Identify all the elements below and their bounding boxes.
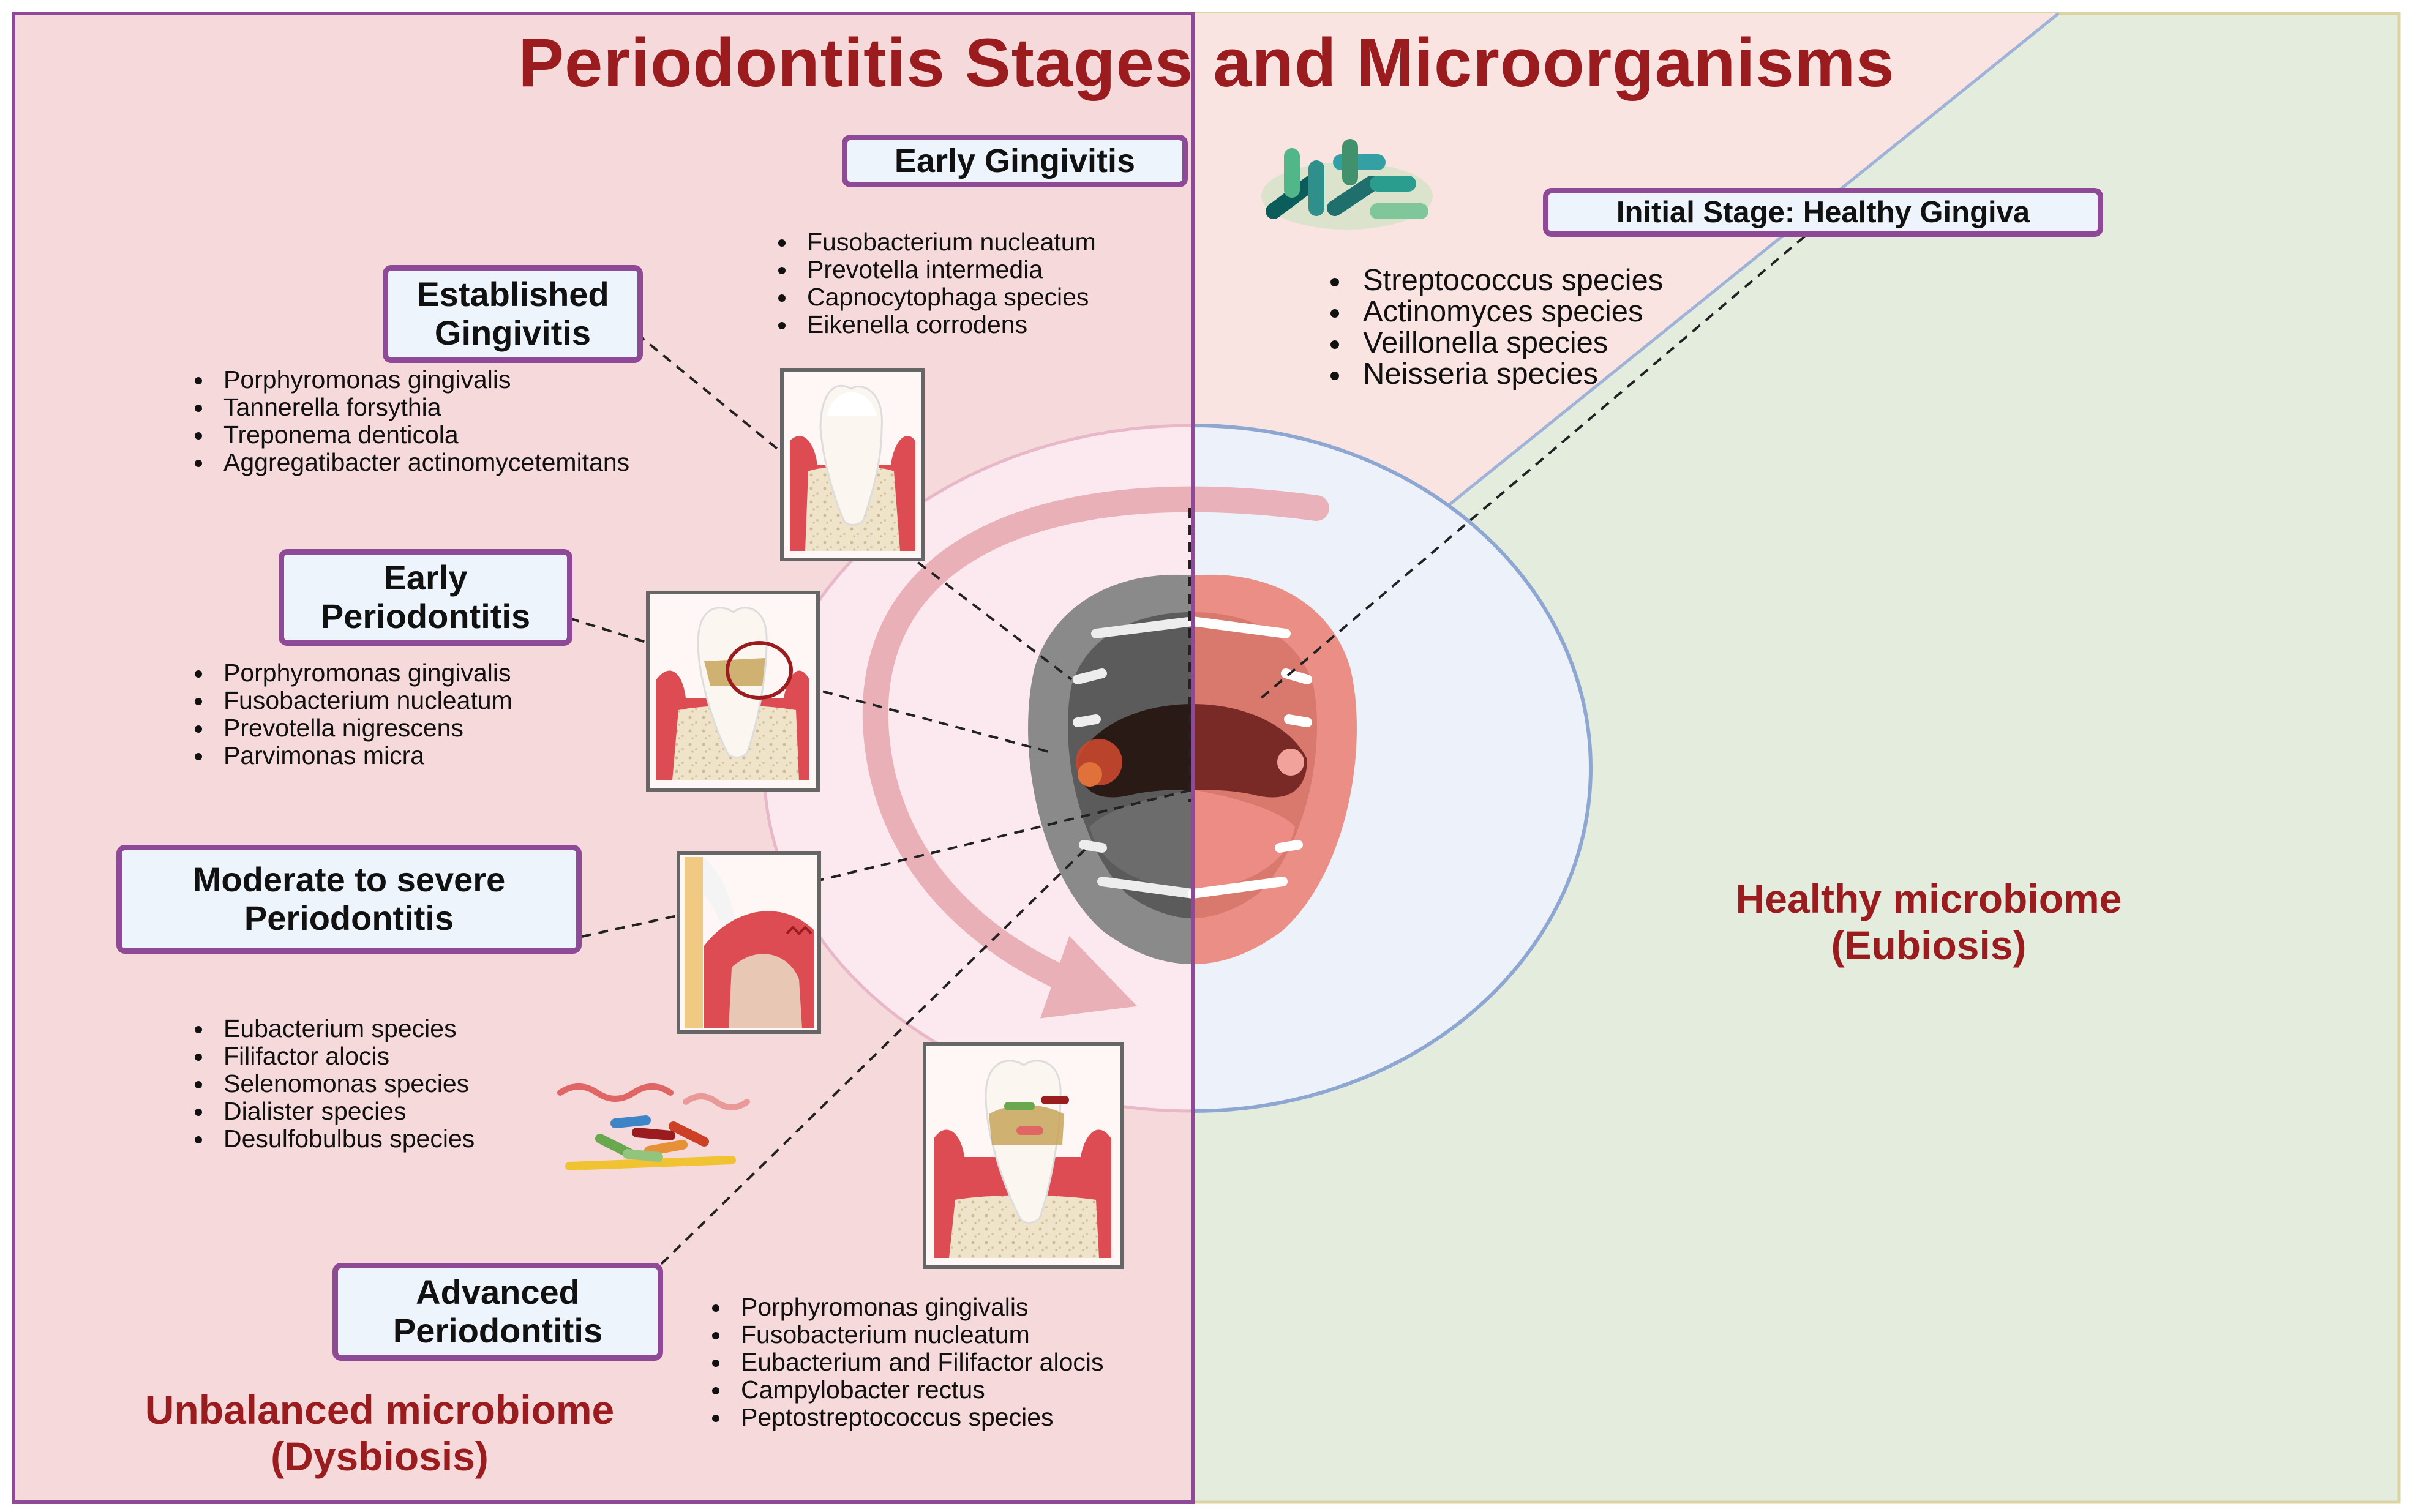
dysbiosis-caption-line1: Unbalanced microbiome [144,1387,615,1432]
mouth-healthy-half [1188,574,1357,964]
list-item: Desulfobulbus species [193,1125,475,1153]
early-periodontitis-label: Early Periodontitis [279,549,572,646]
figure-title: Periodontitis Stages and Microorganisms [518,24,1895,101]
tooth-panel-early-gingivitis [780,368,925,561]
list-item: Porphyromonas gingivalis [193,659,512,687]
list-item: Actinomyces species [1329,296,1663,327]
healthy-gingiva-label-text: Initial Stage: Healthy Gingiva [1616,195,2030,229]
healthy-gingiva-label: Initial Stage: Healthy Gingiva [1543,188,2103,237]
moderate-severe-periodontitis-label: Moderate to severe Periodontitis [116,845,582,954]
bacteria-cluster-healthy [1261,139,1433,230]
list-item: Tannerella forsythia [193,394,629,421]
list-item: Eubacterium and Filifactor alocis [710,1349,1103,1376]
early-gingivitis-label: Early Gingivitis [842,135,1188,187]
list-item: Capnocytophaga species [776,283,1096,311]
list-item: Filifactor alocis [193,1042,475,1070]
tooth-panel-moderate-severe [677,851,821,1034]
healthy-wedge-edge [1444,12,2060,509]
list-item: Streptococcus species [1329,265,1663,296]
eubiosis-caption-line1: Healthy microbiome [1735,876,2122,921]
dysbiosis-caption: Unbalanced microbiome (Dysbiosis) [55,1387,704,1480]
list-item: Selenomonas species [193,1070,475,1098]
early-gingivitis-label-text: Early Gingivitis [894,142,1136,179]
list-item: Parvimonas micra [193,742,512,769]
moderate-severe-line1: Moderate to severe [192,860,506,899]
established-gingivitis-line1: Established [416,275,609,314]
established-gingivitis-line2: Gingivitis [434,313,591,352]
progression-arrow [862,486,1329,1019]
advanced-periodontitis-bacteria-list: Porphyromonas gingivalis Fusobacterium n… [710,1293,1103,1431]
healthy-gingiva-bacteria-list: Streptococcus species Actinomyces specie… [1329,265,1663,390]
connector-lines [569,213,1832,1265]
advanced-periodontitis-label: Advanced Periodontitis [332,1263,663,1361]
tooth-panel-early-periodontitis [646,591,820,792]
list-item: Eubacterium species [193,1015,475,1042]
advanced-periodontitis-line2: Periodontitis [392,1311,603,1350]
list-item: Campylobacter rectus [710,1376,1103,1404]
tooth-panel-advanced-periodontitis [923,1042,1124,1269]
list-item: Neisseria species [1329,359,1663,390]
list-item: Fusobacterium nucleatum [193,687,512,714]
mouth-diseased-half [1028,574,1198,964]
list-item: Prevotella intermedia [776,256,1096,283]
list-item: Fusobacterium nucleatum [710,1321,1103,1349]
moderate-severe-bacteria-list: Eubacterium species Filifactor alocis Se… [193,1015,475,1153]
early-periodontitis-line1: Early [383,558,468,597]
established-gingivitis-bacteria-list: Porphyromonas gingivalis Tannerella fors… [193,366,629,476]
list-item: Fusobacterium nucleatum [776,228,1096,256]
list-item: Veillonella species [1329,327,1663,359]
early-gingivitis-bacteria-list: Fusobacterium nucleatum Prevotella inter… [776,228,1096,339]
list-item: Porphyromonas gingivalis [710,1293,1103,1321]
advanced-periodontitis-line1: Advanced [416,1273,580,1312]
eubiosis-caption-line2: (Eubiosis) [1831,923,2027,968]
list-item: Prevotella nigrescens [193,714,512,742]
early-periodontitis-bacteria-list: Porphyromonas gingivalis Fusobacterium n… [193,659,512,769]
established-gingivitis-label: Established Gingivitis [383,265,643,363]
mouth-illustration [1028,574,1357,964]
eubiosis-caption: Healthy microbiome (Eubiosis) [1616,875,2241,968]
list-item: Treponema denticola [193,421,629,449]
healthy-stage-wedge [1193,13,2058,508]
list-item: Porphyromonas gingivalis [193,366,629,394]
moderate-severe-line2: Periodontitis [244,899,454,937]
early-periodontitis-line2: Periodontitis [320,597,531,635]
list-item: Aggregatibacter actinomycetemitans [193,449,629,476]
list-item: Eikenella corrodens [776,311,1096,339]
list-item: Peptostreptococcus species [710,1404,1103,1431]
dysbiosis-caption-line2: (Dysbiosis) [271,1434,489,1479]
list-item: Dialister species [193,1098,475,1125]
bacteria-cluster-dysbiosis [557,1083,750,1170]
